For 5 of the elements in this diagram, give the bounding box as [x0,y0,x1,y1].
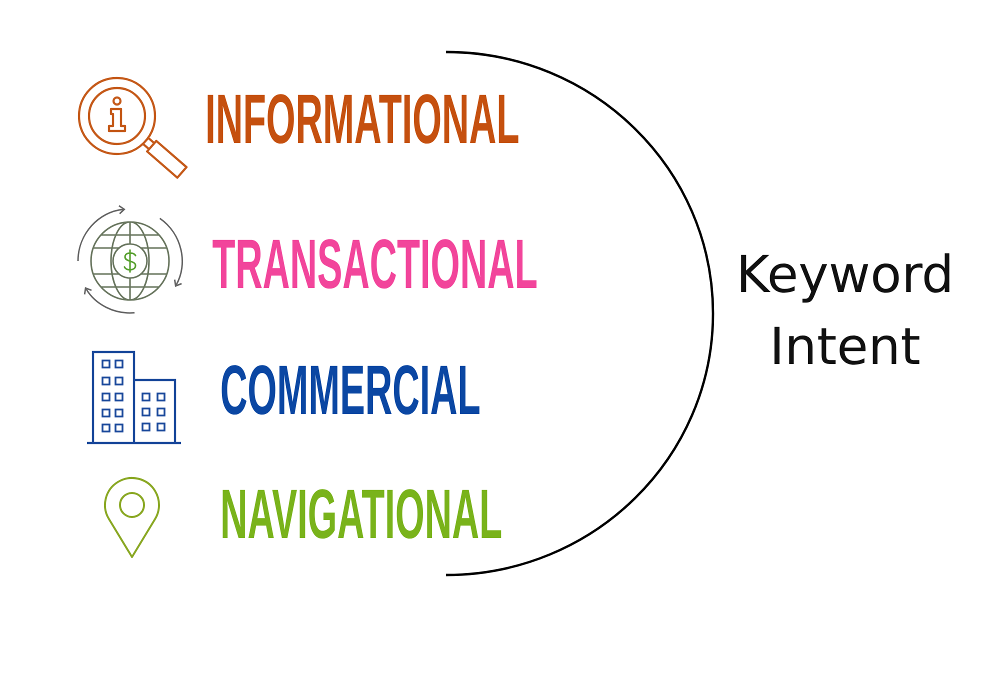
group-label: Keyword Intent [741,253,950,365]
category-label: TRANSACTIONAL [212,239,536,289]
category-label: COMMERCIAL [222,365,480,415]
category-label: NAVIGATIONAL [222,489,502,539]
category-label: INFORMATIONAL [208,94,518,144]
